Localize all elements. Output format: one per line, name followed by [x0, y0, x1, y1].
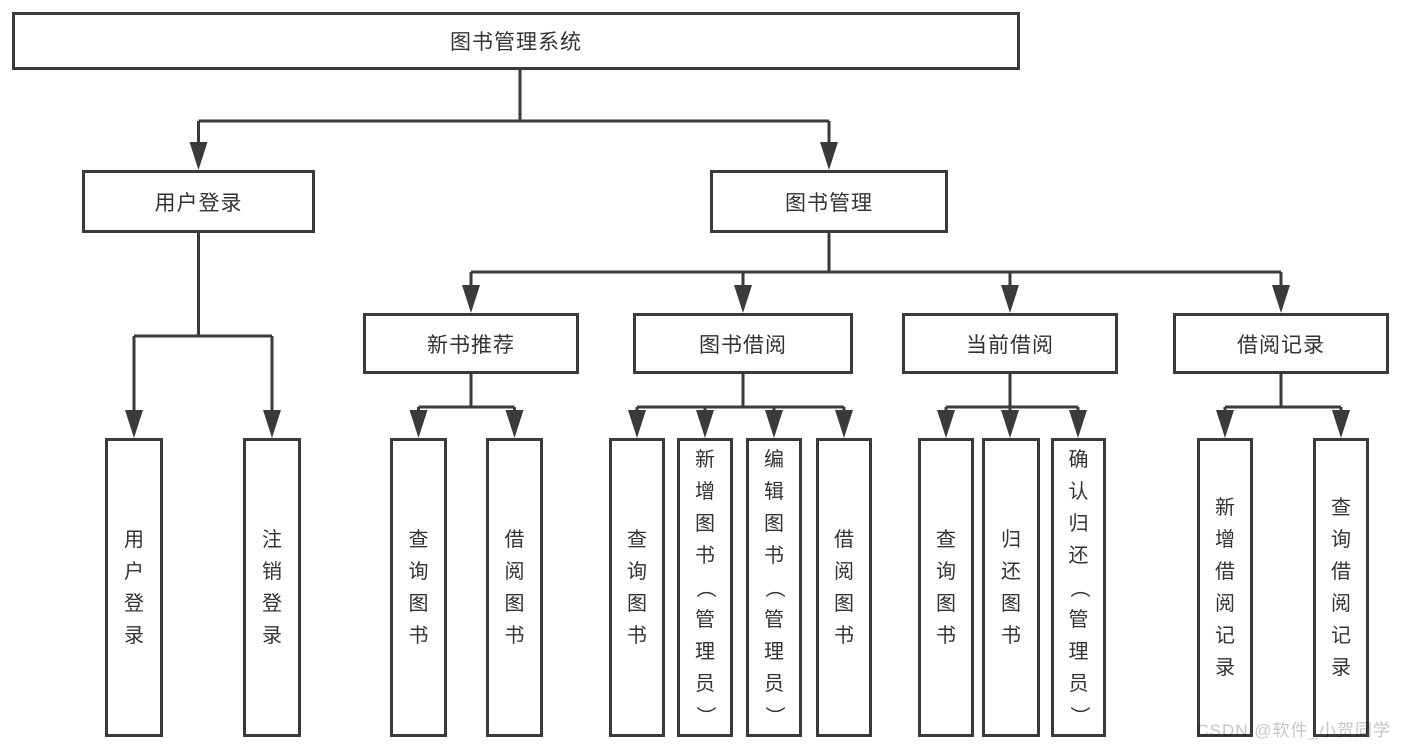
- node-label: 图书管理系统: [450, 31, 582, 54]
- leaf-return-books: 归还图书: [982, 438, 1040, 737]
- node-label: 借阅记录: [1237, 333, 1325, 357]
- leaf-logout: 注销登录: [243, 438, 301, 737]
- node-book-borrow: 图书借阅: [633, 313, 853, 374]
- leaf-query-books-current: 查询图书: [918, 438, 974, 737]
- leaf-borrow-books: 借阅图书: [816, 438, 872, 737]
- node-label: 新书推荐: [427, 333, 515, 357]
- leaf-query-books-recommend: 查询图书: [390, 438, 447, 737]
- node-new-book-recommend: 新书推荐: [363, 313, 579, 374]
- node-library-management-system: 图书管理系统: [12, 12, 1020, 70]
- leaf-query-books-borrow: 查询图书: [609, 438, 665, 737]
- leaf-user-login: 用户登录: [105, 438, 163, 737]
- leaf-borrow-books-recommend: 借阅图书: [486, 438, 543, 737]
- node-label: 图书管理: [785, 191, 873, 215]
- node-label: 当前借阅: [966, 333, 1054, 357]
- csdn-watermark: CSDN @软件_小贺同学: [1196, 721, 1391, 740]
- leaf-confirm-return-admin: 确认归还（管理员）: [1051, 438, 1106, 737]
- node-book-management: 图书管理: [710, 170, 948, 233]
- leaf-query-borrow-record: 查询借阅记录: [1313, 438, 1369, 737]
- node-label: 用户登录: [154, 191, 243, 215]
- node-user-login: 用户登录: [82, 170, 315, 233]
- leaf-add-borrow-record: 新增借阅记录: [1197, 438, 1253, 737]
- leaf-edit-books-admin: 编辑图书（管理员）: [746, 438, 802, 737]
- node-current-borrow: 当前借阅: [902, 313, 1118, 374]
- leaf-add-books-admin: 新增图书（管理员）: [677, 438, 733, 737]
- node-label: 图书借阅: [699, 333, 787, 357]
- node-borrow-records: 借阅记录: [1173, 313, 1389, 374]
